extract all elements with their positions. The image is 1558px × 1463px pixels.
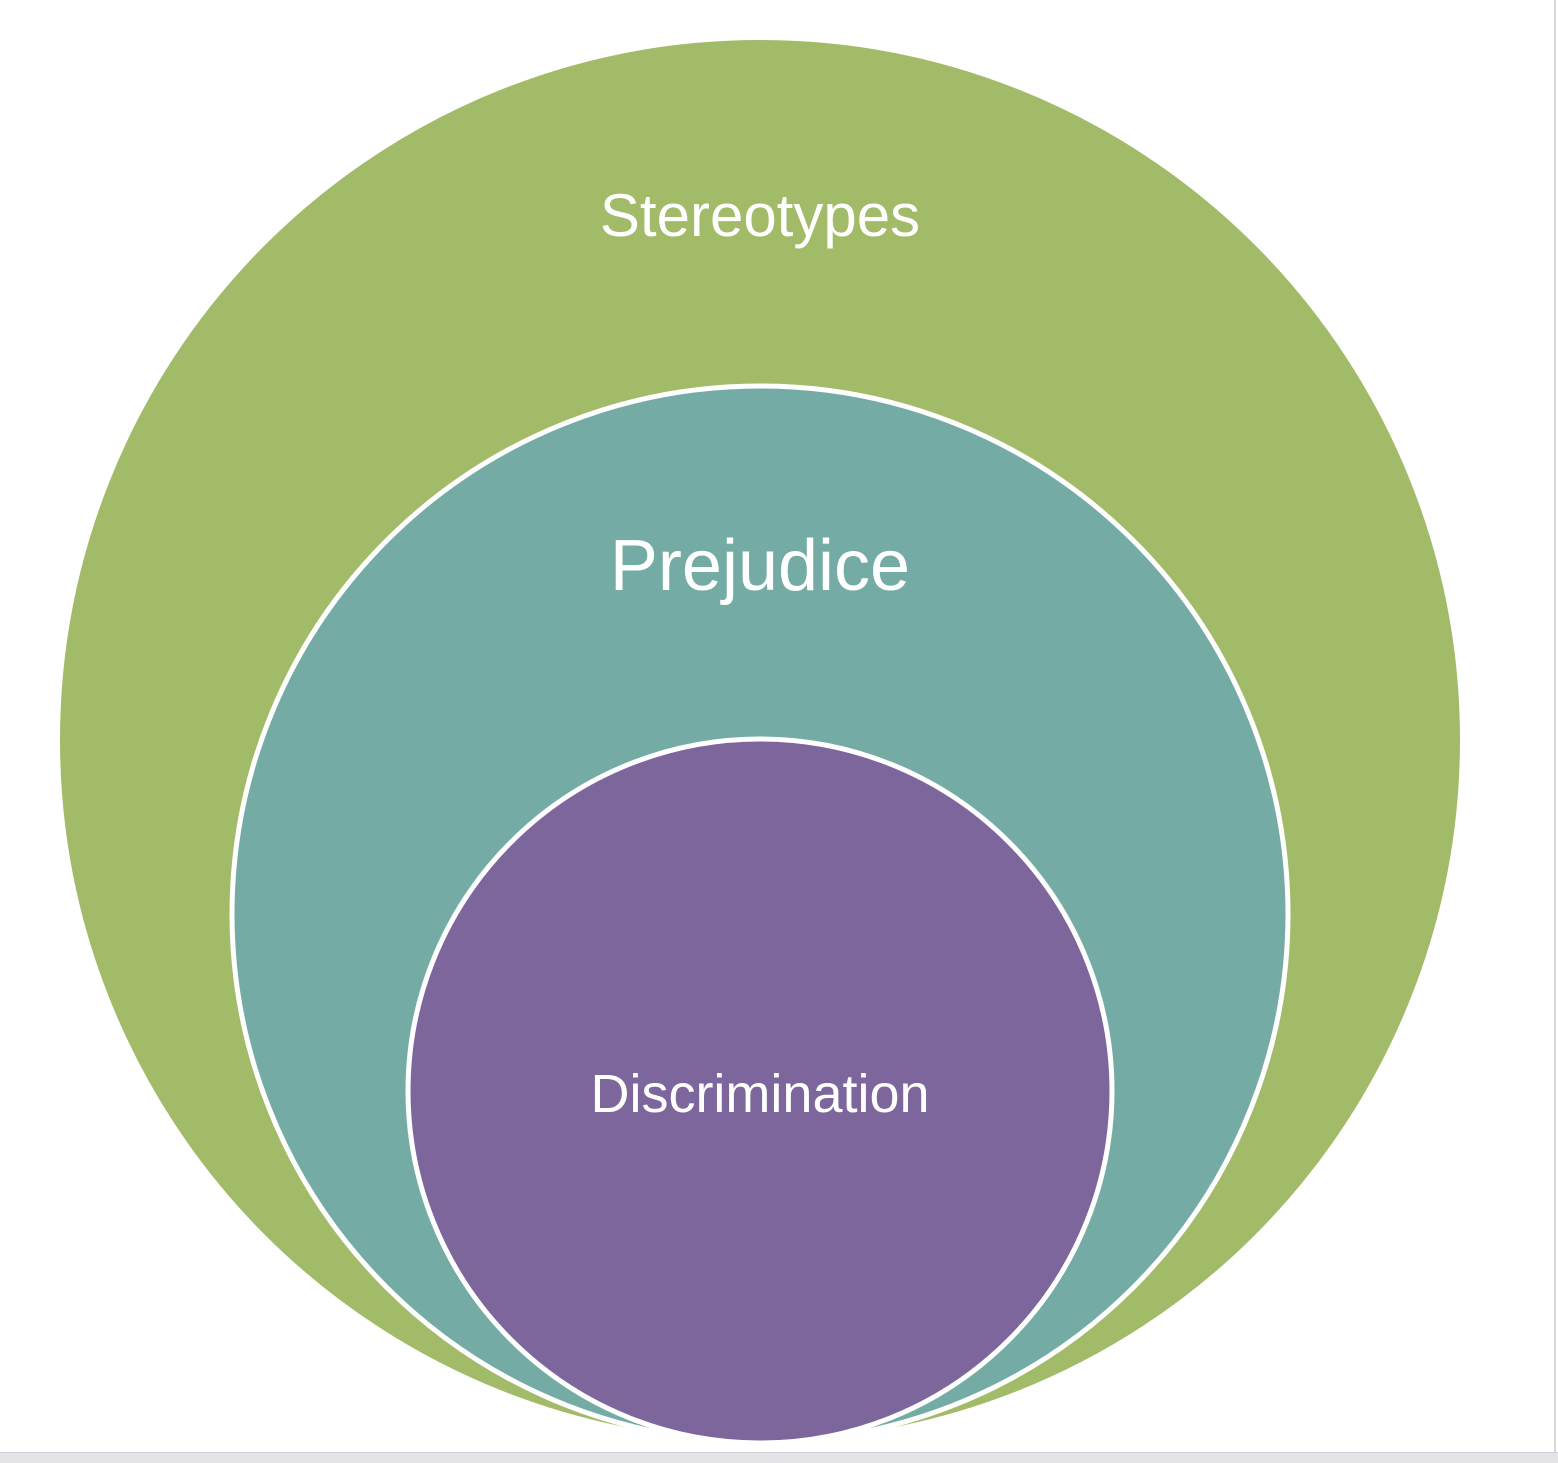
discrimination-circle xyxy=(405,736,1115,1446)
stereotypes-label: Stereotypes xyxy=(600,182,920,249)
bottom-scroll-strip xyxy=(0,1452,1558,1463)
page-edge-line xyxy=(1554,0,1556,1452)
prejudice-label: Prejudice xyxy=(610,526,910,606)
discrimination-label: Discrimination xyxy=(590,1064,929,1124)
